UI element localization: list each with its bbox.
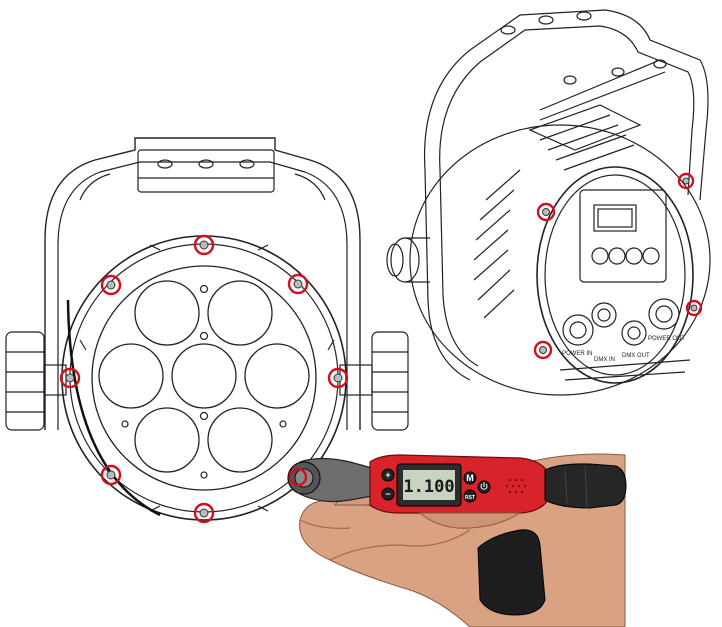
- port-label-power-in: POWER IN: [562, 351, 592, 357]
- reset-button: [463, 489, 477, 503]
- highlighted-screw: [533, 340, 553, 360]
- rear-control-module: [579, 189, 667, 283]
- rear-port-labels: POWER IN DMX IN DMX OUT POWER OUT: [562, 336, 685, 363]
- front-knob-right: [339, 331, 409, 431]
- highlighted-screw: [536, 202, 556, 222]
- hand-with-torque-wrench: 1.100 + − M RST: [287, 453, 627, 627]
- speaker-grille: [505, 478, 527, 494]
- highlighted-screw: [59, 367, 81, 389]
- highlighted-screw: [287, 273, 309, 295]
- front-lenses: [98, 280, 310, 473]
- memory-button-label: M: [466, 473, 474, 483]
- front-top-plate: [137, 149, 275, 193]
- memory-button: [463, 471, 477, 485]
- front-lens-plate: [91, 265, 317, 491]
- highlighted-screw: [685, 299, 703, 317]
- port-label-power-out: POWER OUT: [648, 336, 685, 342]
- minus-button: [381, 487, 395, 501]
- dmx-in-port: [591, 302, 617, 328]
- port-label-dmx-in: DMX IN: [594, 357, 615, 363]
- highlighted-screw: [193, 234, 215, 256]
- lens: [244, 343, 310, 409]
- rear-fixture: [386, 9, 711, 396]
- front-knob-left: [5, 331, 67, 431]
- lens: [134, 280, 200, 346]
- wrench-display: [403, 470, 455, 500]
- front-inner-screws: [121, 284, 287, 479]
- port-label-dmx-out: DMX OUT: [622, 353, 650, 359]
- lens: [134, 407, 200, 473]
- front-highlighted-screws: [59, 234, 349, 524]
- rear-yoke: [423, 9, 709, 201]
- reset-button-label: RST: [465, 495, 475, 501]
- highlighted-screw: [327, 367, 349, 389]
- plus-button-label: +: [385, 470, 390, 480]
- lens: [207, 407, 273, 473]
- ratchet-head: [287, 457, 373, 503]
- rear-ports: [562, 298, 680, 346]
- rear-housing: [409, 124, 711, 396]
- power-icon: [480, 482, 488, 490]
- rear-menu-buttons: [591, 247, 660, 265]
- power-in-port: [562, 314, 594, 346]
- plus-button: [381, 468, 395, 482]
- power-out-port: [648, 298, 680, 330]
- wrench-buttons: + − M RST: [381, 468, 491, 503]
- wrench-display-value: 1.100: [403, 477, 454, 497]
- front-yoke: [44, 137, 361, 430]
- rear-highlighted-screws: [533, 172, 703, 360]
- minus-button-label: −: [385, 489, 390, 499]
- highlighted-screw: [100, 464, 122, 486]
- dmx-out-port: [621, 320, 647, 346]
- fingers: [418, 512, 522, 529]
- rear-heatsink: [473, 104, 642, 319]
- highlighted-screw: [193, 502, 215, 524]
- lens: [171, 343, 237, 409]
- wristwatch: [477, 529, 546, 616]
- rear-panel: [536, 166, 694, 384]
- highlighted-screw: [677, 172, 695, 190]
- highlighted-screw: [100, 274, 122, 296]
- lens: [98, 343, 164, 409]
- lens: [207, 280, 273, 346]
- rear-knob: [386, 237, 430, 283]
